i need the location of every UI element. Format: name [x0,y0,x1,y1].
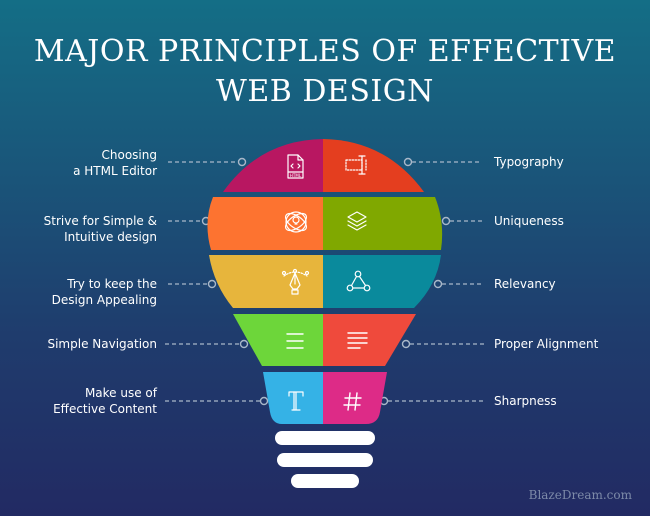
principle-label-relevancy: Relevancy [494,277,556,291]
principle-label-uniqueness: Uniqueness [494,214,564,228]
title-line-1: MAJOR PRINCIPLES OF EFFECTIVE [33,34,617,69]
bulb-base-bar-3 [291,474,359,488]
title-line-2: WEB DESIGN [216,74,434,109]
page-title: MAJOR PRINCIPLES OF EFFECTIVE WEB DESIGN [0,32,650,112]
principle-label-effective-content: Make use of Effective Content [53,386,157,416]
principle-label-proper-alignment: Proper Alignment [494,337,599,351]
principle-label-simple-navigation: Simple Navigation [47,337,157,351]
segment-design-appealing [209,255,323,308]
connector-lines [165,161,485,402]
bulb-base-bar-1 [275,431,375,445]
watermark: BlazeDream.com [528,488,632,502]
segment-uniqueness [323,197,443,250]
svg-text:HTML: HTML [290,173,302,178]
segment-relevancy [323,255,441,308]
principle-label-design-appealing: Try to keep the Design Appealing [51,277,157,307]
text-icon [288,391,304,411]
segment-simple-intuitive [207,197,323,250]
align-left-icon [347,332,368,349]
principle-label-simple-intuitive: Strive for Simple & Intuitive design [43,214,157,244]
segment-typography [323,139,424,192]
segment-proper-alignment [323,314,416,366]
triangle-nodes-icon [346,270,371,292]
text-cursor-box-icon [345,155,367,175]
principle-label-sharpness: Sharpness [494,394,557,408]
segment-simple-navigation [233,314,323,366]
lightbulb-orbit-icon [284,211,308,233]
segment-html-editor [223,139,323,192]
html-file-icon: HTML [287,154,304,179]
layers-icon [347,211,367,231]
pen-tool-icon [281,268,310,295]
connector-dots [201,157,451,406]
bulb-base-bar-2 [277,453,373,467]
principle-label-html-editor: Choosing a HTML Editor [73,148,157,178]
menu-icon [286,333,304,349]
principle-label-typography: Typography [494,155,564,169]
segment-effective-content [263,372,323,424]
hashtag-icon [343,392,362,411]
